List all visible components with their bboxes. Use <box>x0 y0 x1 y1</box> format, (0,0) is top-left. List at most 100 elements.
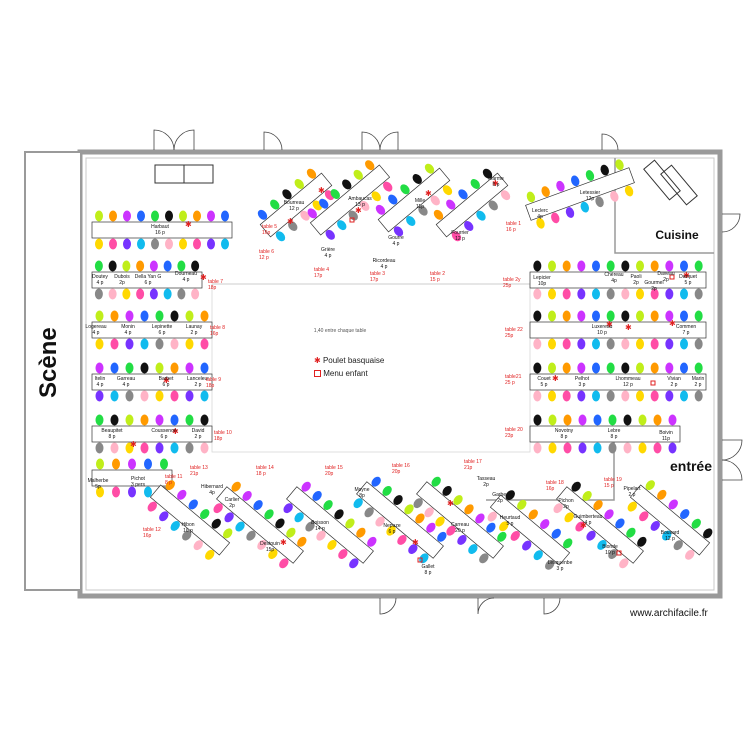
seat <box>446 525 456 536</box>
seat <box>95 442 104 454</box>
seat <box>665 260 674 272</box>
seat <box>636 390 644 402</box>
table-count: 4 p <box>182 277 190 283</box>
seat <box>592 260 600 272</box>
seat <box>108 260 117 272</box>
seat <box>160 458 168 470</box>
table-top <box>377 167 451 233</box>
seat <box>665 390 674 402</box>
seat <box>95 210 103 222</box>
seat <box>577 362 586 374</box>
seat <box>476 210 486 221</box>
seat <box>264 509 274 520</box>
table-name: Pelhot <box>574 376 590 382</box>
table-group <box>213 481 307 569</box>
seat <box>595 196 604 208</box>
seat <box>580 201 589 213</box>
table-name: Carreau <box>450 522 470 528</box>
seat <box>136 288 145 300</box>
seat <box>110 390 119 402</box>
seat <box>155 442 164 454</box>
seat <box>365 160 375 171</box>
seat <box>185 390 194 402</box>
table-name: Vivian <box>667 376 681 382</box>
seat <box>551 528 561 539</box>
kitchen-label: Cuisine <box>655 228 699 242</box>
seat <box>400 184 410 195</box>
table-name: Paoli <box>630 274 642 280</box>
table-count: 10p <box>537 281 547 287</box>
seat <box>110 414 119 426</box>
seat <box>282 189 292 200</box>
table-number-count: 21p <box>190 471 199 477</box>
seat <box>223 528 233 539</box>
seat <box>556 180 565 192</box>
table-count: 2p <box>229 503 235 509</box>
seat <box>375 204 386 215</box>
table-name: Carlier <box>224 497 240 503</box>
seat <box>442 185 453 196</box>
seat <box>334 509 344 520</box>
seat <box>623 414 632 426</box>
table-number-count: 16p <box>546 486 555 492</box>
seat <box>623 442 632 454</box>
seat <box>386 525 396 536</box>
table-number-label: table 10 <box>214 430 232 436</box>
table-number-count: 25 p <box>505 380 515 386</box>
seat <box>323 500 333 511</box>
room-inner-wall <box>85 157 715 591</box>
table-name: Letessier <box>579 190 601 196</box>
seat <box>179 238 187 250</box>
seat <box>155 310 164 322</box>
seat <box>301 481 311 492</box>
seat <box>435 516 445 527</box>
table-count: 3 p <box>556 566 564 572</box>
seat <box>639 511 649 522</box>
seat <box>548 442 557 454</box>
seat <box>665 310 674 322</box>
seat <box>522 540 532 551</box>
table-group <box>147 480 233 560</box>
seat <box>621 390 630 402</box>
table-number-label: table 8 <box>210 325 226 331</box>
seat <box>563 442 572 454</box>
seat <box>486 522 496 533</box>
table-count: 5 p <box>492 182 500 188</box>
star-icon: ✱ <box>280 538 287 547</box>
table-name: Pichon <box>558 498 574 504</box>
seat <box>621 338 630 350</box>
table-number-label: table 2 <box>430 271 446 277</box>
table-count: 4 p <box>96 280 104 286</box>
seat <box>253 500 263 511</box>
table-top <box>259 172 333 238</box>
seat <box>510 530 520 541</box>
table-count: 20 p <box>455 528 465 534</box>
table-number-label: table 20 <box>505 427 523 433</box>
seat <box>200 414 209 426</box>
star-icon: ✱ <box>200 273 207 282</box>
seat <box>627 501 637 512</box>
seat <box>533 414 542 426</box>
seat <box>451 231 462 242</box>
seat <box>108 288 117 300</box>
seat <box>665 362 674 374</box>
seat <box>482 168 493 179</box>
table-count: 5p <box>95 484 101 490</box>
seat <box>621 288 630 300</box>
seat <box>571 481 581 492</box>
seat <box>393 495 403 506</box>
seat <box>163 260 172 272</box>
star-icon: ✱ <box>185 220 192 229</box>
table-count: 16 p <box>155 230 165 236</box>
seat <box>662 530 672 541</box>
table-number-label: table 7 <box>208 279 224 285</box>
seat <box>123 238 131 250</box>
table-count: 5 p <box>684 280 692 286</box>
